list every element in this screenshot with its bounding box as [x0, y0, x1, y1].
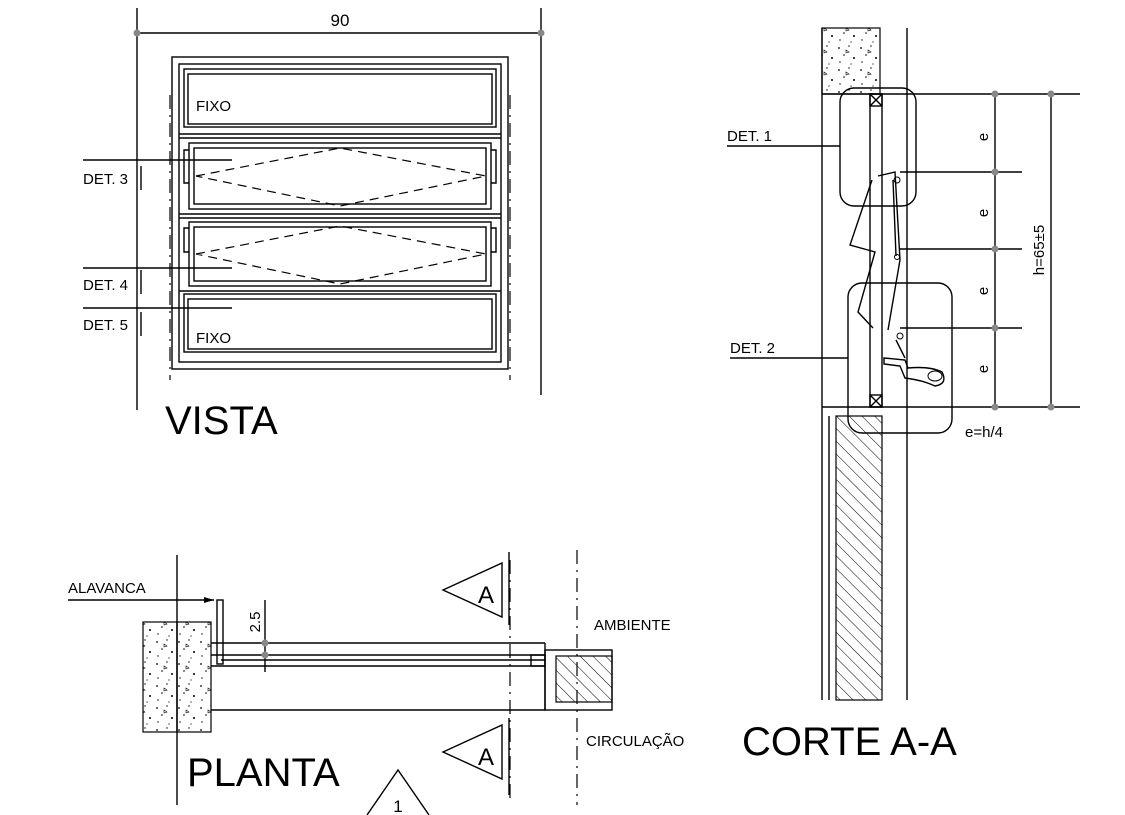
sheet-ref-triangle	[366, 768, 430, 815]
spacing-label-2: e	[975, 209, 992, 217]
spacing-label-4: e	[975, 365, 992, 373]
vista-panel-top-outer	[183, 68, 497, 128]
corte-blades	[877, 171, 901, 331]
planta-right-wall	[555, 655, 613, 703]
det3-label: DET. 3	[83, 171, 128, 188]
planta-dim-25: 2.5	[247, 612, 264, 633]
vista-louver-1-swing	[195, 147, 487, 207]
det1-label: DET. 1	[727, 128, 772, 145]
corte-title: CORTE A-A	[742, 720, 957, 764]
vista-view: 90 FIXO FIXO DET. 3 DET. 4	[83, 8, 545, 443]
vista-panel-bottom-inner	[187, 298, 493, 350]
det2-bubble	[847, 282, 953, 434]
planta-lever	[216, 599, 224, 665]
planta-title: PLANTA	[187, 751, 340, 795]
det4-label: DET. 4	[83, 277, 128, 294]
lever-label: ALAVANCA	[68, 580, 146, 597]
corte-lintel	[821, 27, 881, 95]
section-mark-top-label: A	[478, 582, 494, 609]
vista-louver-2-swing	[195, 225, 487, 285]
spacing-label-1: e	[975, 133, 992, 141]
spacing-formula: e=h/4	[965, 424, 1003, 441]
vista-panel-top-label: FIXO	[196, 98, 231, 115]
section-marker-bottom	[441, 723, 503, 781]
ambiente-label: AMBIENTE	[594, 617, 671, 634]
vista-louver-1	[188, 142, 492, 210]
det5-label: DET. 5	[83, 317, 128, 334]
section-marker-top	[441, 561, 503, 619]
vista-outer-frame	[171, 56, 509, 370]
spacing-label-3: e	[975, 287, 992, 295]
circulacao-label: CIRCULAÇÃO	[586, 733, 684, 750]
corte-view: DET. 1 DET. 2 e e e e h=65±5 e=h/4 CORTE…	[727, 27, 1080, 764]
planta-view: 2.5 ALAVANCA A A AMBIENTE CIRCULAÇÃO PLA…	[68, 550, 684, 815]
vista-title: VISTA	[165, 399, 278, 443]
det2-label: DET. 2	[730, 340, 775, 357]
det1-bubble	[839, 87, 917, 207]
vista-panel-bottom-outer	[183, 293, 497, 353]
sheet-ref-label: 1	[393, 797, 402, 815]
vista-dim-dot-right	[537, 29, 545, 37]
vista-panel-bottom-label: FIXO	[196, 330, 231, 347]
vista-panel-top-inner	[187, 73, 493, 125]
corte-sill-wall	[835, 415, 883, 701]
vista-inner-frame	[178, 63, 502, 363]
section-mark-bottom-label: A	[478, 744, 494, 771]
corte-handle	[883, 357, 945, 387]
vista-dim-dot-left	[133, 29, 141, 37]
vista-width-dim: 90	[331, 11, 350, 30]
height-dim-label: h=65±5	[1031, 225, 1048, 275]
vista-louver-2	[188, 221, 492, 287]
